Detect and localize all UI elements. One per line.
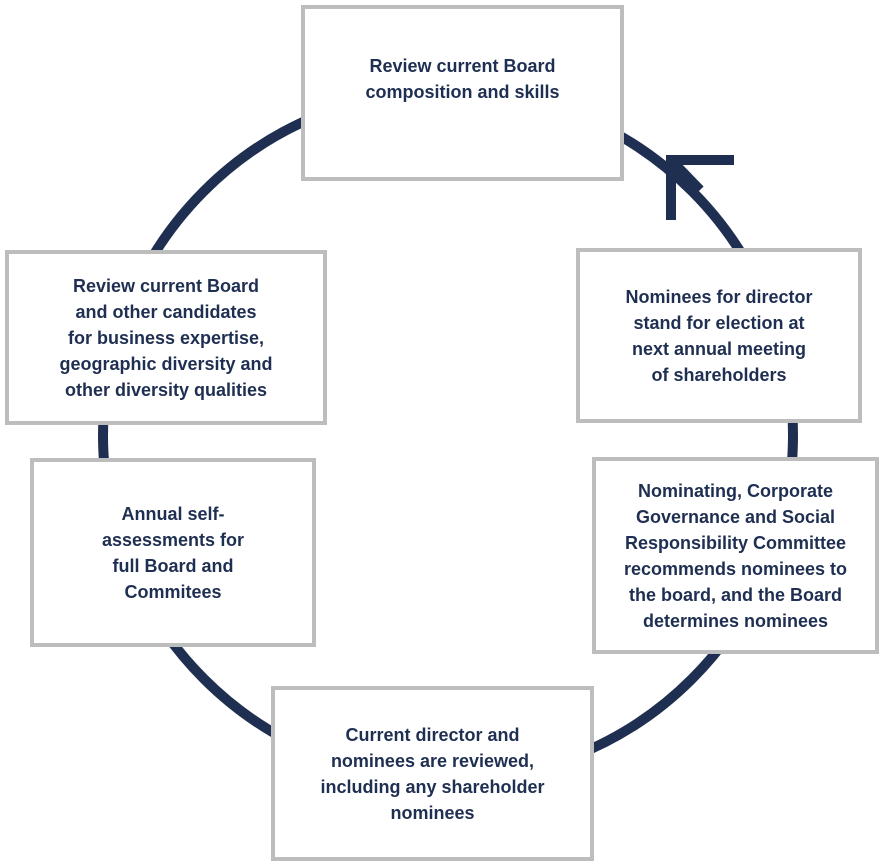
step-committee-recommends-label: Nominating, Corporate Governance and Soc… <box>623 480 848 631</box>
step-review-board-composition: Review current Board composition and ski… <box>301 5 624 181</box>
step-stand-for-election: Nominees for director stand for election… <box>576 248 862 423</box>
step-review-candidates: Review current Board and other candidate… <box>5 250 327 425</box>
cycle-circle <box>98 85 798 785</box>
cycle-arrowhead-icon <box>666 155 734 220</box>
step-directors-reviewed-label: Current director and nominees are review… <box>320 724 545 823</box>
step-review-board-composition-label: Review current Board composition and ski… <box>365 55 560 102</box>
step-directors-reviewed: Current director and nominees are review… <box>271 686 594 861</box>
step-review-candidates-label: Review current Board and other candidate… <box>59 275 273 400</box>
step-annual-self-assessments-label: Annual self- assessments for full Board … <box>101 503 245 602</box>
step-annual-self-assessments: Annual self- assessments for full Board … <box>30 458 316 647</box>
step-stand-for-election-label: Nominees for director stand for election… <box>625 286 813 385</box>
step-committee-recommends: Nominating, Corporate Governance and Soc… <box>592 457 879 654</box>
